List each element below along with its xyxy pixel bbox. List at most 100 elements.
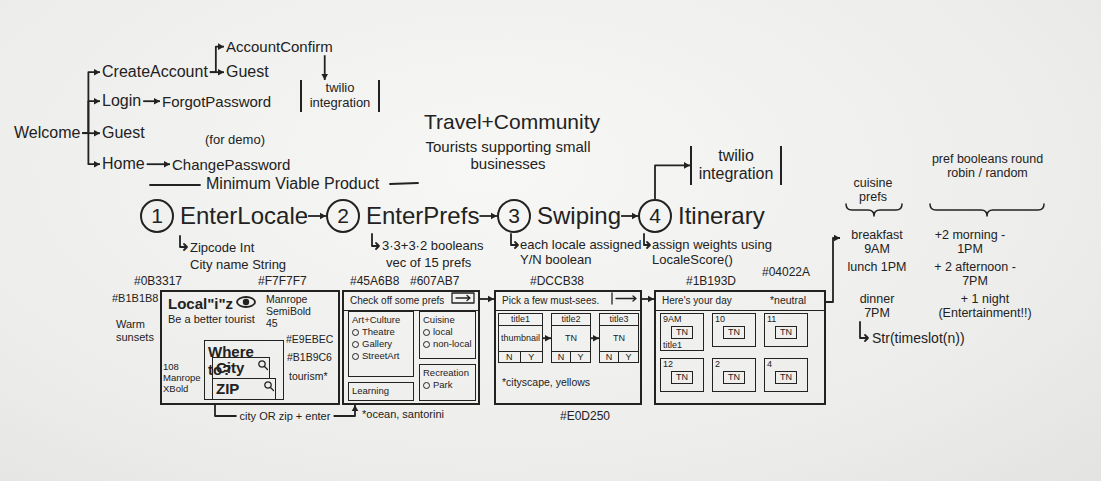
arrow-head (218, 43, 224, 50)
connector (82, 69, 100, 133)
connector (591, 335, 599, 342)
node-text: thumbnail (499, 326, 542, 351)
annotation: City name String (190, 258, 286, 273)
time-slot: 10TN (712, 313, 756, 347)
next-arrow (456, 296, 470, 301)
connector (210, 69, 224, 76)
node-text: TN (723, 371, 745, 384)
node-text: Learning (352, 385, 410, 397)
color-note: #0B3317 (134, 275, 182, 289)
ui-box: Where to?CityZIP (204, 340, 284, 400)
connector (143, 98, 160, 105)
flow-step: ForgotPassword (160, 93, 273, 110)
connector (479, 213, 497, 220)
node-text: Home (102, 155, 145, 172)
connector (480, 296, 494, 303)
hook-arrow (180, 236, 187, 250)
wireframe-screen: Check off some prefsArt+CultureTheatreGa… (342, 290, 480, 405)
node-text: Park (423, 379, 472, 391)
node-text: breakfast 9AM (846, 228, 908, 256)
annotation: assign weights using LocaleScore() (652, 238, 777, 268)
node-text: local (423, 326, 472, 338)
input-field: ZIP (212, 378, 276, 400)
color-note: #B1B1B8 (112, 292, 158, 305)
connector (210, 43, 224, 72)
node-text: StreetArt (352, 350, 410, 362)
node-text: pref booleans round robin / random (930, 152, 1045, 180)
node-text: Y (571, 351, 590, 363)
node-text: EnterLocale (180, 202, 308, 230)
node-text: Gallery (352, 338, 410, 350)
hook-arrow (860, 322, 868, 341)
color-note: #45A6B8 (350, 275, 399, 289)
hook-arrow (511, 234, 518, 248)
arrow-head (352, 405, 359, 411)
node-text: TN (723, 326, 745, 339)
time-slot: 9AMTNtitle1 (660, 313, 704, 351)
connector-line (82, 72, 100, 133)
integration-bracket: twilio integration (690, 146, 782, 185)
step-circle: 4Itinerary (638, 199, 765, 233)
eye-pupil (244, 300, 249, 305)
node-text: ForgotPassword (162, 93, 271, 110)
node-text: dinner 7PM (846, 292, 908, 320)
connector-line (82, 101, 100, 133)
input-field: City (212, 357, 270, 379)
connector-line (210, 47, 224, 73)
arrow-head (94, 98, 100, 105)
node-text: TN (552, 326, 590, 351)
flow-step: Welcome (12, 124, 82, 142)
curly-brace (930, 204, 1044, 216)
annotation: (for demo) (205, 133, 265, 148)
node-text: title1 (661, 340, 703, 351)
time-slot: 11TN (764, 313, 808, 347)
color-note: #E9EBEC (286, 333, 333, 345)
connector (826, 235, 840, 302)
node-text: title3 (600, 314, 638, 326)
hook-arrow (372, 234, 379, 249)
node-text: N (600, 351, 619, 363)
annotation: tourism* (289, 370, 328, 382)
ui-box: Cuisinelocalnon-local (419, 311, 476, 359)
arrow-head (94, 69, 100, 76)
node-text: Login (102, 92, 141, 109)
color-note: #B1B9C6 (287, 351, 332, 363)
ui-box: RecreationPark (419, 364, 476, 401)
node-text: 1 (140, 199, 174, 233)
node-text: Cuisine (423, 314, 472, 326)
annotation: *neutral (770, 294, 806, 306)
node-text: 11 (765, 314, 807, 325)
connector (82, 133, 100, 167)
color-note: #04022A (762, 266, 810, 280)
node-text: title2 (552, 314, 590, 326)
node-text: EnterPrefs (366, 202, 479, 230)
connector-line (826, 238, 840, 302)
curly-brace (846, 204, 902, 216)
time-slot: 2TN (712, 358, 756, 392)
flow-step: CreateAccount (100, 63, 210, 81)
node-text: N (499, 351, 521, 363)
color-note: #E0D250 (560, 410, 610, 424)
node-text: TN (671, 371, 693, 384)
arrow-head (94, 130, 100, 137)
annotation: Warm sunsets (116, 318, 158, 343)
node-text: Y (619, 351, 638, 363)
connector (321, 55, 328, 80)
annotation: Manrope SemiBold 45 (266, 293, 318, 329)
integration-bracket: twilio integration (300, 80, 380, 112)
node-text: City (216, 359, 255, 377)
node-text: Art+Culture (352, 314, 410, 326)
eye-icon (237, 297, 255, 307)
connector (543, 335, 551, 342)
node-text: TN (671, 326, 693, 339)
flow-step: Guest (100, 124, 147, 142)
annotation: Minimum Viable Product (206, 175, 379, 193)
flow-step: Login (100, 92, 143, 110)
annotation: *ocean, santorini (362, 408, 444, 421)
node-text: CreateAccount (102, 63, 208, 80)
arrow-head (164, 161, 170, 168)
node-text: TN (775, 371, 797, 384)
connector (655, 162, 690, 199)
annotation: 3·3+3·2 booleans (382, 239, 484, 254)
connector (82, 98, 100, 133)
